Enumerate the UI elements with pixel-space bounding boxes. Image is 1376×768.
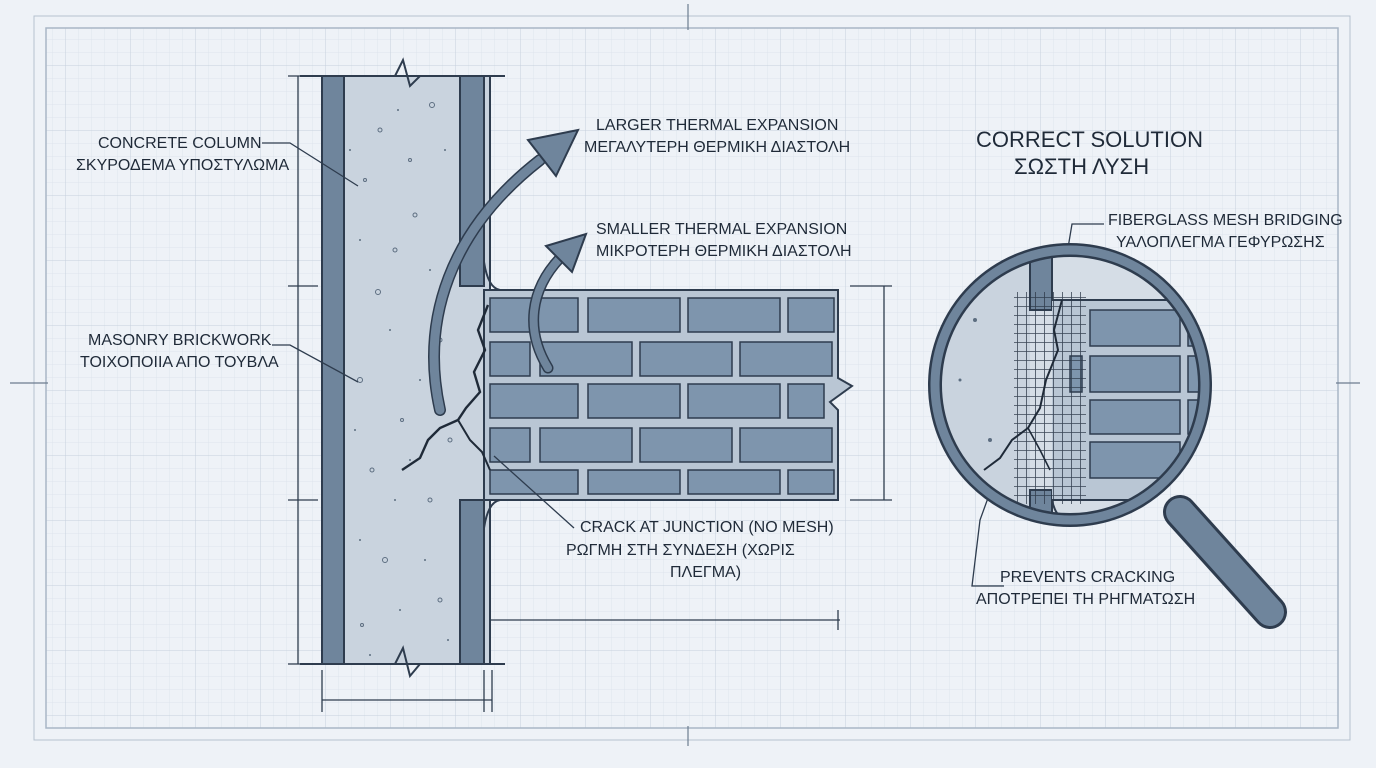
- larger-expansion-arrowhead: [526, 128, 580, 178]
- label-smaller-expansion-el: ΜΙΚΡΟΤΕΡΗ ΘΕΡΜΙΚΗ ΔΙΑΣΤΟΛΗ: [596, 243, 852, 260]
- outer-border: [33, 15, 1351, 741]
- label-crack-en: CRACK AT JUNCTION (NO MESH): [580, 519, 834, 536]
- label-crack-el-1: ΡΩΓΜΗ ΣΤΗ ΣΥΝΔΕΣΗ (ΧΩΡΙΣ: [566, 542, 795, 559]
- label-smaller-expansion-en: SMALLER THERMAL EXPANSION: [596, 221, 847, 238]
- label-masonry-el: ΤΟΙΧΟΠΟΙΙΑ ΑΠΟ ΤΟΥΒΛΑ: [80, 354, 279, 371]
- label-concrete-en: CONCRETE COLUMN: [98, 135, 262, 152]
- label-larger-expansion-en: LARGER THERMAL EXPANSION: [596, 117, 838, 134]
- smaller-expansion-arrowhead: [544, 232, 588, 274]
- label-solution-el: ΣΩΣΤΗ ΛΥΣΗ: [1014, 154, 1149, 179]
- smaller-expansion-arrow: [529, 254, 564, 372]
- label-concrete-el: ΣΚΥΡΟΔΕΜΑ ΥΠΟΣΤΥΛΩΜΑ: [76, 157, 289, 174]
- label-prevents-el: ΑΠΟΤΡΕΠΕΙ ΤΗ ΡΗΓΜΑΤΩΣΗ: [976, 591, 1195, 608]
- concrete-column: [300, 57, 505, 679]
- drawing-border: [45, 27, 1339, 729]
- label-mesh-el: ΥΑΛΟΠΛΕΓΜΑ ΓΕΦΥΡΩΣΗΣ: [1116, 234, 1325, 251]
- larger-expansion-arrow: [429, 155, 545, 415]
- dimension-lines: [288, 75, 892, 712]
- label-masonry-en: MASONRY BRICKWORK: [88, 332, 272, 349]
- crack-branch: [457, 419, 491, 471]
- brick-wall: [483, 261, 854, 529]
- label-larger-expansion-el: ΜΕΓΑΛΥΤΕΡΗ ΘΕΡΜΙΚΗ ΔΙΑΣΤΟΛΗ: [584, 139, 850, 156]
- label-crack-el-2: ΠΛΕΓΜΑ): [670, 564, 741, 581]
- label-mesh-en: FIBERGLASS MESH BRIDGING: [1108, 212, 1343, 229]
- crack-line: [401, 304, 490, 471]
- label-solution-en: CORRECT SOLUTION: [976, 127, 1203, 152]
- label-prevents-en: PREVENTS CRACKING: [1000, 569, 1175, 586]
